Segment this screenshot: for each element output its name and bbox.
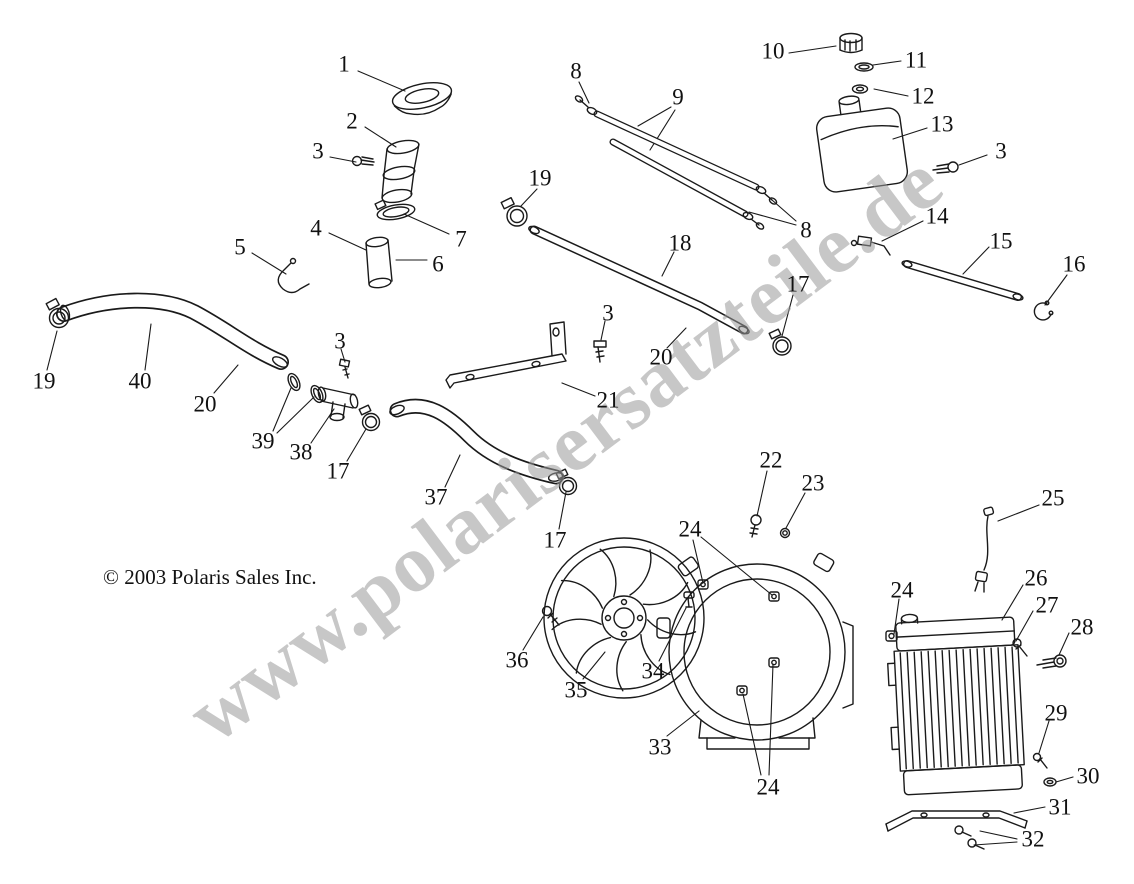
callout-number: 23 — [801, 470, 825, 496]
part-clip-16 — [1033, 300, 1054, 321]
callout-number: 29 — [1044, 700, 1068, 726]
callout-number: 10 — [761, 38, 785, 64]
callout-number: 20 — [649, 344, 673, 370]
part-clamp-17a — [358, 404, 381, 432]
part-clamp-19-left — [45, 297, 70, 329]
callout-number: 14 — [925, 203, 949, 229]
part-clamp-19-top — [500, 196, 528, 227]
callout-number: 30 — [1076, 763, 1100, 789]
callout-number: 36 — [505, 647, 529, 673]
part-grommet-12 — [851, 84, 869, 94]
part-clip-34 — [683, 591, 695, 608]
callout-number: 27 — [1035, 592, 1059, 618]
part-grommets-24 — [697, 579, 898, 696]
callout-number: 17 — [543, 527, 567, 553]
part-seal-ring-11 — [854, 62, 874, 72]
part-clamp-5 — [277, 257, 310, 294]
callout-number: 17 — [326, 458, 350, 484]
callout-number: 31 — [1048, 794, 1072, 820]
callout-number: 8 — [800, 217, 812, 243]
callout-number: 16 — [1062, 251, 1086, 277]
callout-number: 22 — [759, 447, 783, 473]
part-hose-37 — [389, 398, 565, 485]
callout-number: 40 — [128, 368, 152, 394]
part-tee-fitting-38 — [317, 386, 359, 422]
callout-number: 19 — [32, 368, 56, 394]
callout-number: 34 — [641, 658, 665, 684]
part-bolt-22 — [749, 514, 762, 538]
part-nut-23 — [779, 527, 791, 539]
part-bolt-28 — [1036, 654, 1067, 669]
callout-number: 24 — [678, 516, 702, 542]
callout-number: 25 — [1041, 485, 1065, 511]
part-hose-4 — [365, 236, 393, 289]
part-bolt-3b — [932, 161, 959, 174]
callout-number: 20 — [193, 391, 217, 417]
part-bolts-32 — [954, 825, 985, 850]
part-fittings-8 — [574, 95, 778, 230]
callout-number: 33 — [648, 734, 672, 760]
callout-number: 32 — [1021, 826, 1045, 852]
callout-number: 21 — [596, 387, 620, 413]
part-clamp-17r — [768, 328, 792, 356]
callout-number: 17 — [786, 271, 810, 297]
part-bracket-31 — [885, 810, 1028, 832]
part-sensor-25 — [974, 506, 995, 593]
part-clamp-17b — [555, 468, 578, 496]
callout-number: 35 — [564, 677, 588, 703]
callout-number: 37 — [424, 484, 448, 510]
callout-number: 1 — [338, 51, 350, 77]
part-tube-18 — [528, 225, 750, 335]
copyright-text: © 2003 Polaris Sales Inc. — [103, 565, 317, 589]
callout-number: 19 — [528, 165, 552, 191]
part-fan-shroud — [656, 552, 854, 750]
callout-number: 24 — [756, 774, 780, 800]
callout-number: 3 — [995, 138, 1007, 164]
callout-number: 5 — [234, 234, 246, 260]
callout-number: 24 — [890, 577, 914, 603]
callout-number: 26 — [1024, 565, 1048, 591]
callout-number: 4 — [310, 215, 322, 241]
part-tube-15 — [901, 260, 1024, 301]
part-radiator-cap — [391, 82, 453, 116]
part-bolt-3a — [351, 155, 375, 167]
part-overflow-bottle — [815, 95, 909, 193]
part-filler-neck — [381, 139, 420, 204]
callout-number: 3 — [334, 328, 346, 354]
callout-number: 2 — [346, 108, 358, 134]
part-bolt-3d — [338, 358, 351, 379]
callout-number: 15 — [989, 228, 1013, 254]
leader-lines — [46, 45, 1074, 846]
callout-number: 7 — [455, 226, 467, 252]
callout-number: 39 — [251, 428, 275, 454]
part-grommet-30 — [1043, 777, 1057, 787]
callout-number: 38 — [289, 439, 313, 465]
callout-number: 28 — [1070, 614, 1094, 640]
callout-number: 6 — [432, 251, 444, 277]
callout-number: 9 — [672, 84, 684, 110]
part-radiator — [887, 613, 1025, 796]
callout-number: 18 — [668, 230, 692, 256]
callout-number: 3 — [312, 138, 324, 164]
part-bolt-36 — [541, 605, 560, 626]
part-bolt-27 — [1012, 638, 1028, 657]
callout-number: 8 — [570, 58, 582, 84]
callout-number: 11 — [904, 47, 928, 73]
part-bolt-3c — [593, 340, 607, 363]
callout-number: 3 — [602, 300, 614, 326]
part-bottle-cap — [839, 32, 863, 54]
callout-number: 13 — [930, 111, 954, 137]
part-bracket-21 — [445, 321, 567, 389]
part-temp-switch-14 — [850, 235, 891, 256]
callout-number: 12 — [911, 83, 935, 109]
part-hose-40 — [56, 292, 289, 370]
part-clamps-39 — [287, 372, 324, 404]
fan-blades — [551, 548, 697, 692]
part-tubes-9 — [593, 110, 760, 218]
part-screw-29 — [1032, 752, 1048, 769]
part-clamp-7 — [374, 199, 416, 221]
part-cooling-fan — [543, 537, 705, 699]
